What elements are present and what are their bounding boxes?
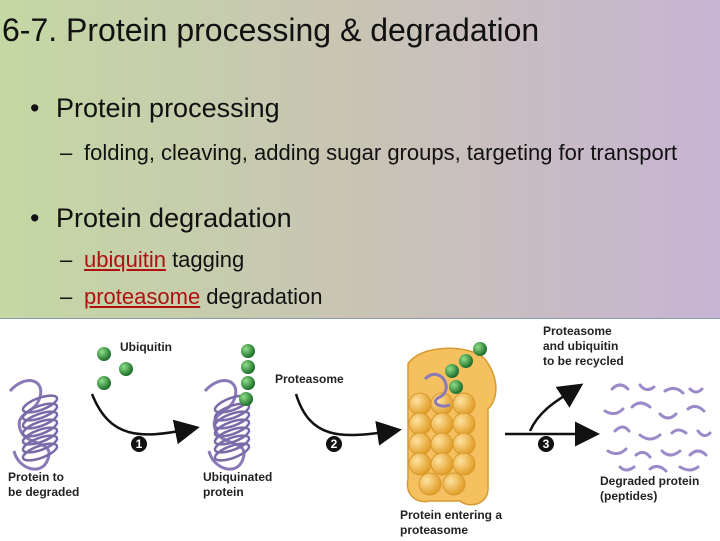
sub-dash: – <box>60 284 73 309</box>
protein-to-be-degraded-line2: be degraded <box>8 485 79 499</box>
arrow-step-1 <box>90 393 200 445</box>
bullet-dot: • <box>30 93 40 123</box>
bullet-label: Protein processing <box>56 93 280 123</box>
sub-text: tagging <box>165 247 245 272</box>
step-2-badge: 2 <box>326 436 342 452</box>
protein-entering-line1: Protein entering a <box>400 508 502 522</box>
degraded-protein-line2: (peptides) <box>600 489 657 503</box>
recycled-label-line2: and ubiquitin <box>543 339 618 353</box>
sub-text: folding, cleaving, adding sugar groups, … <box>84 140 678 165</box>
recycled-label-line1: Proteasome <box>543 324 612 338</box>
bullet-protein-processing: • Protein processing <box>30 93 280 124</box>
ubiquinated-protein-line1: Ubiquinated <box>203 470 272 484</box>
sub-dash: – <box>60 247 73 272</box>
sub-bullet-proteasome: –proteasome degradation <box>60 283 323 311</box>
bullet-dot: • <box>30 203 40 233</box>
svg-text:3: 3 <box>543 437 550 451</box>
bullet-label: Protein degradation <box>56 203 292 233</box>
ubiquinated-protein-line2: protein <box>203 485 244 499</box>
ubiquinated-protein-icon <box>203 344 255 471</box>
ubiquitin-label: Ubiquitin <box>120 340 172 354</box>
sub-text: degradation <box>200 284 323 309</box>
arrow-recycle <box>528 383 584 432</box>
step-3-badge: 3 <box>538 436 554 452</box>
sub-bullet-processing: – folding, cleaving, adding sugar groups… <box>60 139 710 167</box>
proteasome-link[interactable]: proteasome <box>84 284 201 309</box>
step-1-badge: 1 <box>131 436 147 452</box>
recycled-label-line3: to be recycled <box>543 354 624 368</box>
slide-title: 6-7. Protein processing & degradation <box>2 12 540 48</box>
svg-text:1: 1 <box>136 437 143 451</box>
ubiquitin-molecules <box>97 347 133 390</box>
svg-text:2: 2 <box>331 437 338 451</box>
protein-coil-icon <box>8 379 59 471</box>
arrow-step-2 <box>294 393 402 446</box>
figure-svg: Ubiquitin 1 <box>8 324 712 537</box>
proteasome-icon <box>406 342 497 506</box>
ubiquitin-proteasome-figure: Ubiquitin 1 <box>0 318 720 541</box>
bullet-protein-degradation: • Protein degradation <box>30 203 292 234</box>
protein-entering-line2: proteasome <box>400 523 468 537</box>
sub-dash: – <box>60 140 73 165</box>
degraded-protein-line1: Degraded protein <box>600 474 699 488</box>
ubiquitin-link[interactable]: ubiquitin <box>84 247 166 272</box>
proteasome-label: Proteasome <box>275 372 344 386</box>
protein-to-be-degraded-line1: Protein to <box>8 470 64 484</box>
peptides-icon <box>603 383 712 473</box>
sub-bullet-ubiquitin: –ubiquitin tagging <box>60 246 244 274</box>
